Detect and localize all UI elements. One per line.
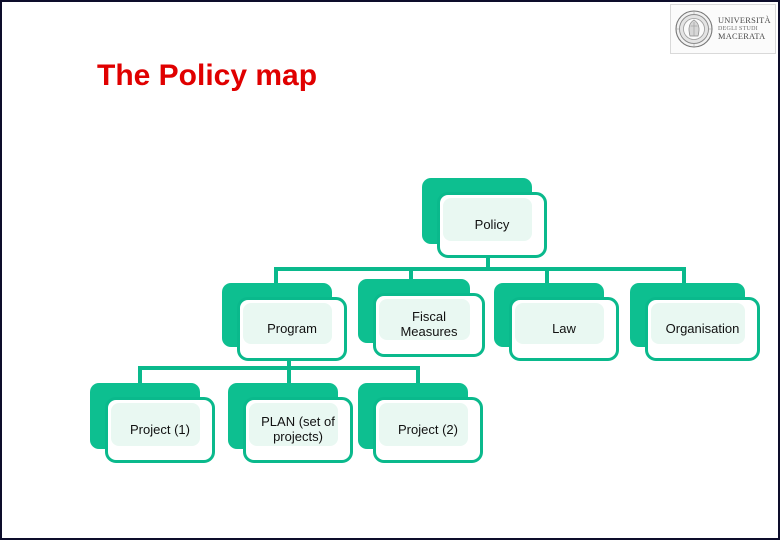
connector-drop-law [545, 267, 549, 284]
node-card: PLAN (set of projects) [243, 397, 353, 463]
node-card: Organisation [645, 297, 760, 361]
node-label: Organisation [665, 320, 740, 336]
node-inner-fill [443, 198, 532, 241]
node-program[interactable]: Program [222, 283, 347, 361]
node-inner-fill [243, 303, 332, 344]
connector-drop-project1 [138, 366, 142, 383]
logo-line-2: DEGLI STUDI [718, 25, 758, 32]
university-crest-icon [674, 9, 714, 49]
node-card: Project (1) [105, 397, 215, 463]
universita-macerata-logo: UNIVERSITÀ DEGLI STUDI MACERATA [670, 4, 776, 54]
node-project-1[interactable]: Project (1) [90, 383, 215, 463]
node-inner-fill [379, 299, 470, 340]
node-card: Fiscal Measures [373, 293, 485, 357]
node-organisation[interactable]: Organisation [630, 283, 760, 361]
node-label: Policy [474, 216, 510, 232]
node-plan[interactable]: PLAN (set of projects) [228, 383, 353, 463]
node-fiscal-measures[interactable]: Fiscal Measures [358, 279, 485, 357]
page-title: The Policy map [97, 59, 318, 92]
node-label: Fiscal Measures [400, 309, 458, 339]
connector-drop-program [274, 267, 278, 284]
node-label: Law [552, 320, 576, 336]
logo-line-3: MACERATA [718, 32, 766, 42]
connector-program-stem [287, 354, 291, 369]
logo-line-1: UNIVERSITÀ [718, 16, 771, 26]
node-label: Program [267, 320, 317, 336]
connector-drop-organisation [682, 267, 686, 284]
node-card: Program [237, 297, 347, 361]
node-inner-fill [111, 403, 200, 446]
connector-drop-project2 [416, 366, 420, 383]
node-card: Law [509, 297, 619, 361]
node-card: Policy [437, 192, 547, 258]
connector-drop-fiscal [409, 267, 413, 284]
node-inner-fill [515, 303, 604, 344]
node-inner-fill [249, 403, 338, 446]
node-label: PLAN (set of projects) [261, 414, 335, 444]
connector-drop-plan [287, 366, 291, 383]
node-inner-fill [379, 403, 468, 446]
node-card: Project (2) [373, 397, 483, 463]
node-project-2[interactable]: Project (2) [358, 383, 483, 463]
node-law[interactable]: Law [494, 283, 619, 361]
connector-row3-bus [138, 366, 420, 370]
node-inner-fill [651, 303, 745, 344]
node-label: Project (2) [398, 421, 458, 437]
connector-policy-stem [486, 255, 490, 270]
connector-row2-bus [274, 267, 686, 271]
node-policy[interactable]: Policy [422, 178, 547, 258]
node-label: Project (1) [130, 421, 190, 437]
